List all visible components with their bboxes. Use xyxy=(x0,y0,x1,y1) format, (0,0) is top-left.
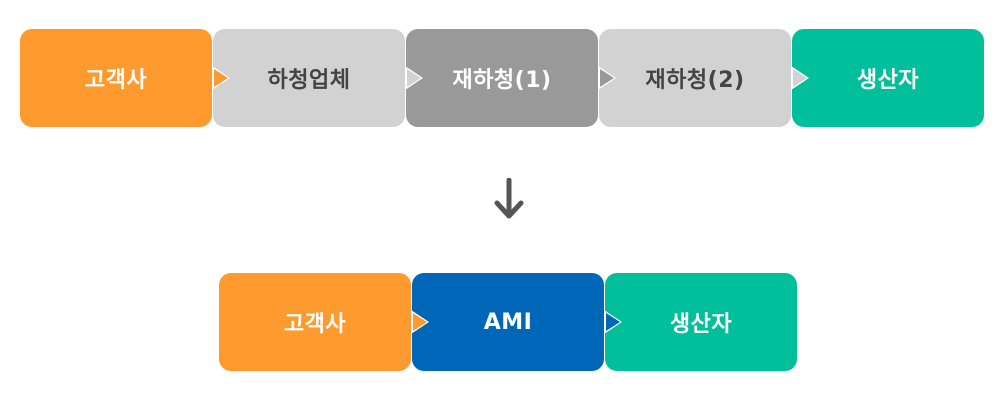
after-step-ami: AMI xyxy=(412,273,622,371)
step-label: 고객사 xyxy=(84,68,148,93)
chevron-tip xyxy=(407,69,421,87)
step-label: AMI xyxy=(483,309,533,335)
after-step-client: 고객사 xyxy=(219,273,429,371)
step-label: 재하청(2) xyxy=(645,68,745,93)
before-step-subcontractor: 하청업체 xyxy=(213,29,423,127)
before-flow: 고객사 하청업체 재하청(1) 재하청(2) 생산자 xyxy=(20,29,984,127)
chevron-tip xyxy=(214,69,228,87)
step-label: 하청업체 xyxy=(267,68,351,93)
before-step-client: 고객사 xyxy=(20,29,230,127)
step-label: 생산자 xyxy=(856,68,920,93)
chevron-tip xyxy=(600,69,614,87)
step-label: 생산자 xyxy=(669,312,733,337)
chevron-tip xyxy=(793,69,807,87)
chevron-tip xyxy=(606,313,620,331)
step-label: 고객사 xyxy=(283,312,347,337)
before-step-sub-subcontractor-2: 재하청(2) xyxy=(599,29,809,127)
before-step-sub-subcontractor-1: 재하청(1) xyxy=(406,29,616,127)
step-label: 재하청(1) xyxy=(452,68,552,93)
before-step-producer: 생산자 xyxy=(792,29,984,127)
arrow-down-icon xyxy=(494,178,524,219)
chevron-tip xyxy=(413,313,427,331)
after-flow: 고객사 AMI 생산자 xyxy=(219,273,797,371)
after-step-producer: 생산자 xyxy=(605,273,797,371)
